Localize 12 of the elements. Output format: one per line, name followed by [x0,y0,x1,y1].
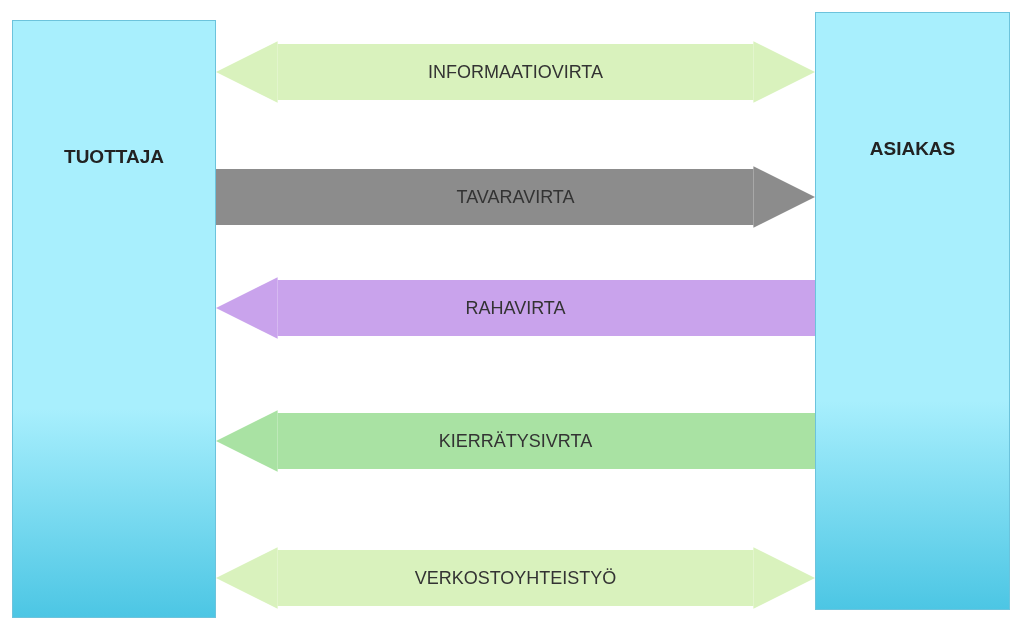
block-arrow [216,41,815,103]
actor-panel [12,20,216,618]
edge-label: RAHAVIRTA [465,297,566,319]
panel-title: ASIAKAS [868,138,957,160]
edge-label: TAVARAVIRTA [456,186,575,208]
edge-label: VERKOSTOYHTEISTYÖ [414,567,617,589]
edge-label: KIERRÄTYSIVRTA [438,430,593,452]
block-arrow [216,410,815,472]
edge-label: INFORMAATIOVIRTA [428,61,603,83]
panel-title: TUOTTAJA [63,146,165,168]
actor-panel [815,12,1010,610]
block-arrow [216,547,815,609]
